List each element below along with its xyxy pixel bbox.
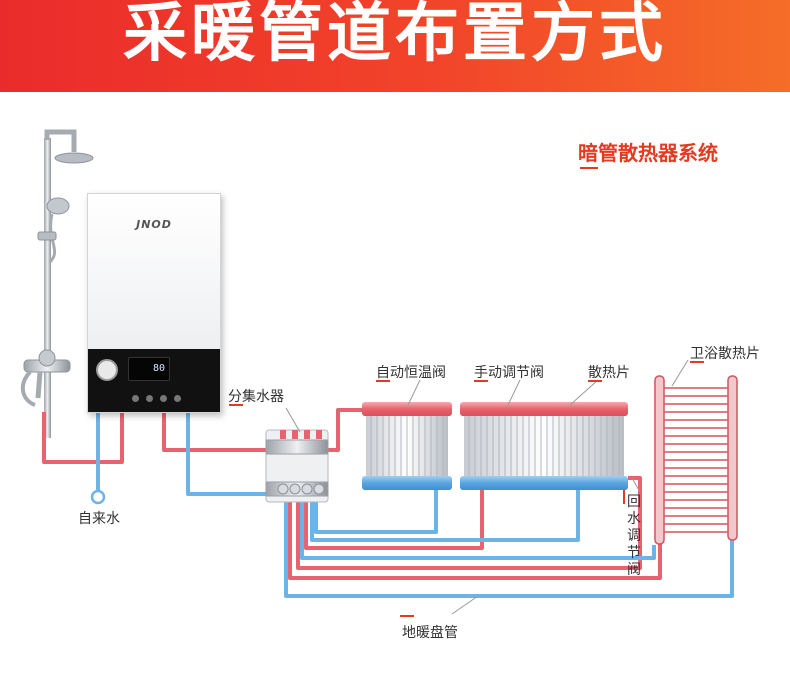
radiator-right-icon (460, 402, 628, 490)
bath-radiator-icon (654, 375, 738, 545)
return-valve-label: 回水调节阀 (627, 494, 641, 578)
pressure-gauge-icon (96, 359, 118, 381)
label-ticks (229, 361, 704, 617)
display-screen: 80 (128, 357, 170, 381)
control-panel: 80 (88, 349, 220, 412)
display-value: 80 (152, 363, 165, 374)
shower-set-icon (20, 129, 94, 438)
boiler-unit: JNOD 80 (87, 193, 221, 413)
tap-water-label: 自来水 (78, 511, 120, 527)
page-title: 采暖管道布置方式 (123, 0, 667, 71)
manifold-label: 分集水器 (228, 389, 284, 405)
section-title: 暗管散热器系统 (578, 141, 718, 165)
manifold-icon (265, 429, 329, 503)
radiator-left-icon (362, 402, 452, 490)
label-leaders (285, 359, 689, 615)
manual-valve-label: 手动调节阀 (474, 365, 544, 381)
control-button[interactable] (174, 395, 181, 402)
control-button[interactable] (146, 395, 153, 402)
floor-coil-label: 地暖盘管 (402, 625, 458, 641)
bath-radiator-label: 卫浴散热片 (690, 346, 760, 362)
header-banner: 采暖管道布置方式 (0, 0, 790, 92)
auto-valve-label: 自动恒温阀 (376, 365, 446, 381)
tap-water-inlet-icon (90, 489, 106, 505)
brand-logo: JNOD (136, 218, 172, 231)
control-button[interactable] (132, 395, 139, 402)
radiator-label: 散热片 (588, 365, 630, 381)
control-button[interactable] (160, 395, 167, 402)
hot-supply-pipes (42, 408, 662, 580)
cold-return-pipes (96, 410, 734, 598)
